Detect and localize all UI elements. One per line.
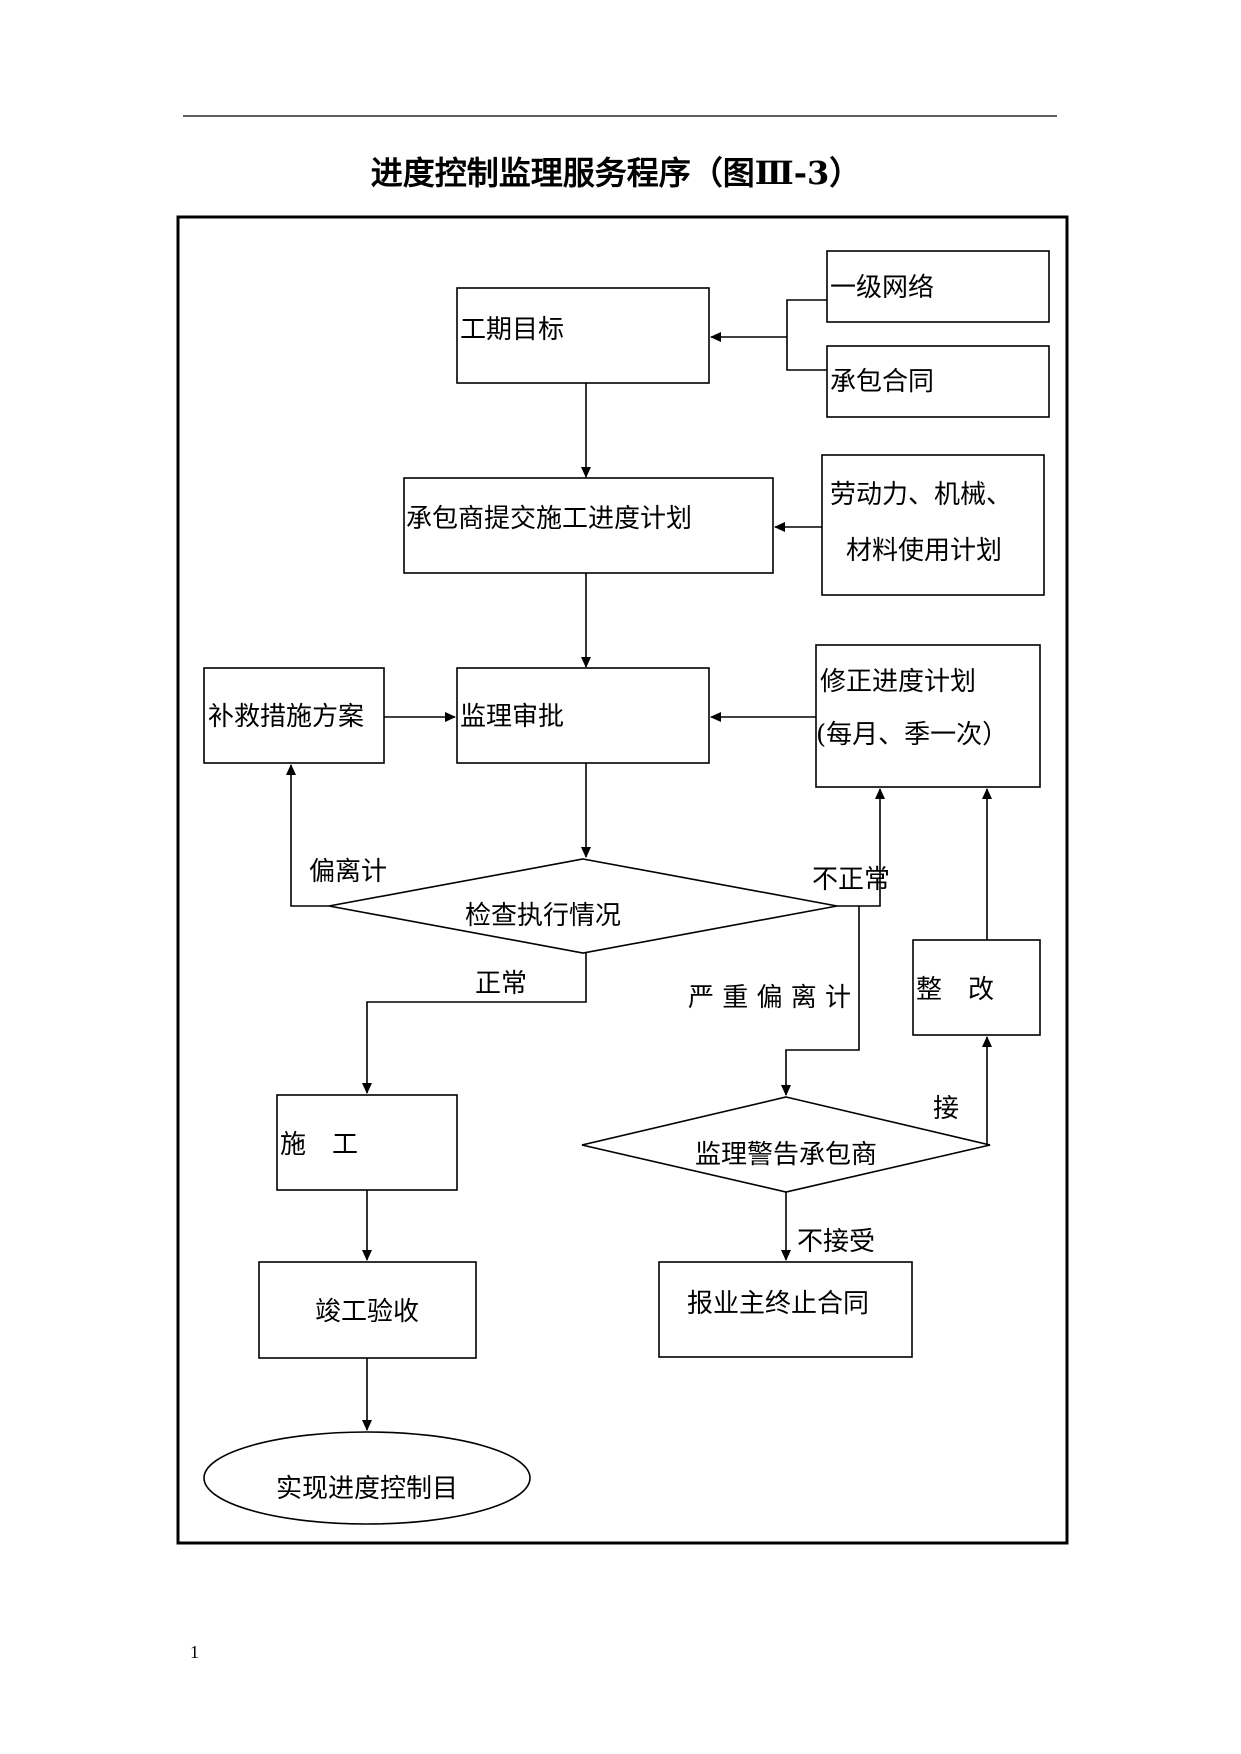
node-construction-label: 施 工 <box>280 1130 358 1160</box>
node-revise-plan-line2: (每月、季一次） <box>816 720 1008 750</box>
node-warning: 监理警告承包商 <box>581 1096 991 1193</box>
node-contract: 承包合同 <box>826 345 1050 418</box>
arrow-check-to-remedy <box>286 764 329 907</box>
node-revise-plan-line1: 修正进度计划 <box>820 667 976 697</box>
page-title: 进度控制监理服务程序（图Ⅲ-3） <box>371 154 862 192</box>
arrow-check-to-construction <box>362 953 587 1094</box>
node-terminate: 报业主终止合同 <box>658 1261 913 1358</box>
node-warning-label: 监理警告承包商 <box>695 1140 877 1170</box>
node-contract-label: 承包合同 <box>830 367 934 397</box>
edge-label-accept: 接 <box>933 1094 959 1124</box>
node-approval-label: 监理审批 <box>460 702 564 732</box>
node-schedule-goal-label: 工期目标 <box>460 315 564 345</box>
node-remedy-plan: 补救措施方案 <box>203 667 385 764</box>
connector-inputs-bracket <box>786 299 827 371</box>
node-rectify-label: 整 改 <box>916 975 994 1005</box>
page-number: 1 <box>190 1642 199 1662</box>
node-terminate-label: 报业主终止合同 <box>687 1289 869 1319</box>
node-rectify: 整 改 <box>912 939 1041 1036</box>
node-acceptance-label: 竣工验收 <box>315 1297 419 1327</box>
node-check: 检查执行情况 <box>328 858 838 954</box>
diagram-frame <box>176 215 1069 1545</box>
node-goal-achieved-label: 实现进度控制目 <box>276 1474 458 1504</box>
arrow-check-to-warning <box>781 906 860 1096</box>
arrow-check-to-revise <box>837 788 885 907</box>
node-level1-network-label: 一级网络 <box>830 273 934 303</box>
node-resource-plan-line1: 劳动力、机械、 <box>830 480 1012 510</box>
node-resource-plan-line2: 材料使用计划 <box>846 536 1002 566</box>
node-revise-plan: 修正进度计划 (每月、季一次） <box>815 644 1041 788</box>
edge-label-abnormal: 不正常 <box>812 865 890 895</box>
node-approval: 监理审批 <box>456 667 710 764</box>
edge-label-serious-deviation: 严 重 偏 离 计 <box>688 983 851 1013</box>
node-acceptance: 竣工验收 <box>258 1261 477 1359</box>
node-submit-plan-label: 承包商提交施工进度计划 <box>406 504 692 534</box>
node-submit-plan: 承包商提交施工进度计划 <box>403 477 774 574</box>
edge-label-not-accept: 不接受 <box>797 1227 875 1257</box>
node-schedule-goal: 工期目标 <box>456 287 710 384</box>
node-remedy-plan-label: 补救措施方案 <box>208 702 364 732</box>
edge-label-normal: 正常 <box>475 969 527 999</box>
node-goal-achieved: 实现进度控制目 <box>203 1431 531 1525</box>
arrow-warning-to-rectify <box>982 1036 992 1146</box>
edge-label-deviation: 偏离计 <box>309 857 387 887</box>
node-construction: 施 工 <box>276 1094 458 1191</box>
node-check-label: 检查执行情况 <box>465 901 621 931</box>
node-level1-network: 一级网络 <box>826 250 1050 323</box>
node-resource-plan: 劳动力、机械、 材料使用计划 <box>821 454 1045 596</box>
